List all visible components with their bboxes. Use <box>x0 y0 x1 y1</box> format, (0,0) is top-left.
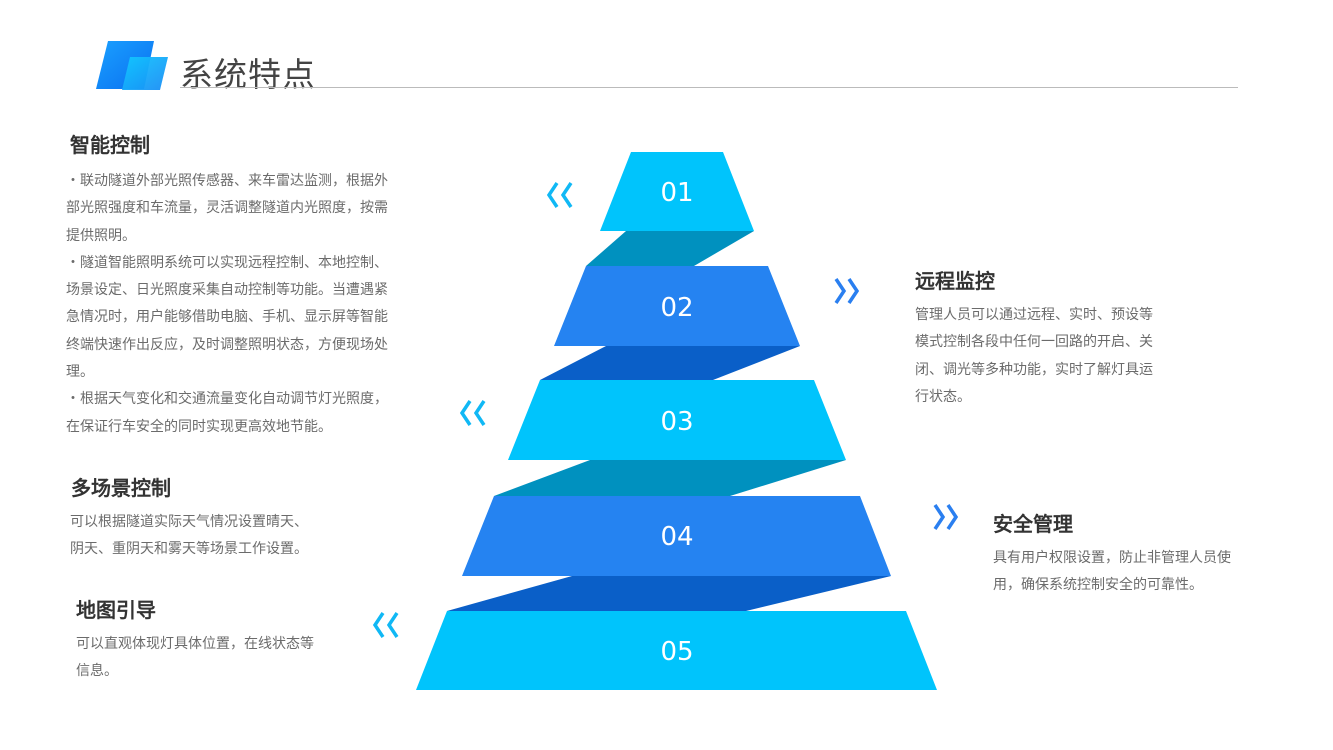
connector-2 <box>540 346 800 380</box>
text-line: 管理人员可以通过远程、实时、预设等 <box>915 307 1153 323</box>
map-guide-title: 地图引导 <box>76 598 156 622</box>
smart-control-title: 智能控制 <box>70 133 150 157</box>
pyramid-level-1 <box>600 152 754 231</box>
text-line: 在保证行车安全的同时实现更高效地节能。 <box>66 418 332 435</box>
pyramid-level-5 <box>416 611 937 690</box>
chevron-left-icon <box>372 612 399 638</box>
text-line: ・联动隧道外部光照传感器、来车雷达监测，根据外 <box>66 173 388 189</box>
level-label-2: 02 <box>660 293 693 323</box>
chevron-left-icon <box>459 400 486 426</box>
chevron-right-icon <box>834 278 860 304</box>
text-line: 行状态。 <box>915 388 971 405</box>
connector-3 <box>494 460 846 496</box>
title-divider <box>180 87 1238 88</box>
text-line: 理。 <box>66 364 94 381</box>
text-line: 部光照强度和车流量，灵活调整隧道内光照度，按需 <box>66 200 388 217</box>
chevron-right-icon <box>933 504 959 530</box>
level-label-4: 04 <box>660 522 693 552</box>
map-guide-text: 可以直观体现灯具体位置，在线状态等 信息。 <box>76 631 314 686</box>
text-line: 信息。 <box>76 663 118 680</box>
text-line: ・根据天气变化和交通流量变化自动调节灯光照度， <box>66 391 388 408</box>
multi-scene-text: 可以根据隧道实际天气情况设置晴天、 阴天、重阴天和雾天等场景工作设置。 <box>70 509 308 564</box>
text-line: 场景设定、日光照度采集自动控制等功能。当遭遇紧 <box>66 282 388 299</box>
level-label-3: 03 <box>660 407 693 437</box>
text-line: 模式控制各段中任何一回路的开启、关 <box>915 334 1153 351</box>
text-line: 可以直观体现灯具体位置，在线状态等 <box>76 636 314 652</box>
level-label-5: 05 <box>660 637 693 667</box>
remote-monitor-text: 管理人员可以通过远程、实时、预设等 模式控制各段中任何一回路的开启、关 闭、调光… <box>915 302 1153 411</box>
connector-4 <box>447 576 891 611</box>
connector-1 <box>586 231 754 266</box>
text-line: 闭、调光等多种功能，实时了解灯具运 <box>915 361 1153 378</box>
security-text: 具有用户权限设置，防止非管理人员使 用，确保系统控制安全的可靠性。 <box>993 545 1231 600</box>
security-title: 安全管理 <box>993 512 1073 536</box>
chevron-left-icon <box>546 182 573 208</box>
text-line: 急情况时，用户能够借助电脑、手机、显示屏等智能 <box>66 309 388 326</box>
pyramid-level-4 <box>462 496 891 576</box>
section-logo-icon <box>96 41 168 90</box>
text-line: 具有用户权限设置，防止非管理人员使 <box>993 550 1231 566</box>
smart-control-text: ・联动隧道外部光照传感器、来车雷达监测，根据外 部光照强度和车流量，灵活调整隧道… <box>66 168 388 441</box>
pyramid-level-2 <box>554 266 800 346</box>
remote-monitor-title: 远程监控 <box>915 269 995 293</box>
text-line: 可以根据隧道实际天气情况设置晴天、 <box>70 514 308 530</box>
multi-scene-title: 多场景控制 <box>71 476 171 500</box>
text-line: 阴天、重阴天和雾天等场景工作设置。 <box>70 541 308 558</box>
text-line: ・隧道智能照明系统可以实现远程控制、本地控制、 <box>66 254 388 271</box>
text-line: 用，确保系统控制安全的可靠性。 <box>993 577 1203 594</box>
text-line: 提供照明。 <box>66 227 136 244</box>
text-line: 终端快速作出反应，及时调整照明状态，方便现场处 <box>66 336 388 353</box>
level-label-1: 01 <box>660 178 693 208</box>
pyramid-level-3 <box>508 380 846 460</box>
